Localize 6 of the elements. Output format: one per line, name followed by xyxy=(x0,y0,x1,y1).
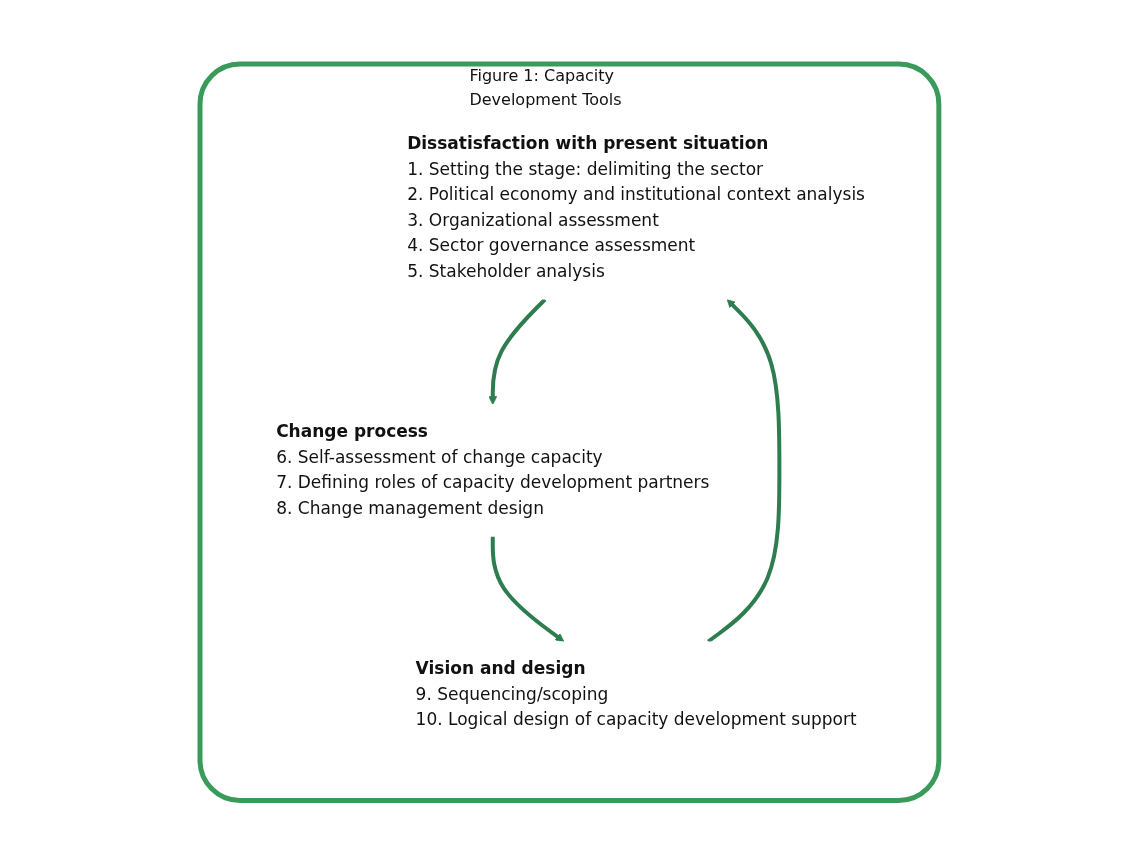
arrow xyxy=(707,299,782,644)
node-text: Change process 6. Self-assessment of change capacity 7. Defining roles of capacity development partners 8. Change management design xyxy=(276,421,710,519)
node-text: Vision and design 9. Sequencing/scoping 10. Logical design of capacity development support xyxy=(415,658,857,730)
arrow xyxy=(488,298,547,406)
arrow xyxy=(490,536,565,643)
node-text: Dissatisfaction with present situation 1. Setting the stage: delimiting the sector 2. Political economy and institutional context analysis 3. Organizational assessment 4. Sector governance assessment 5. Stakeholder analysis xyxy=(407,133,866,282)
